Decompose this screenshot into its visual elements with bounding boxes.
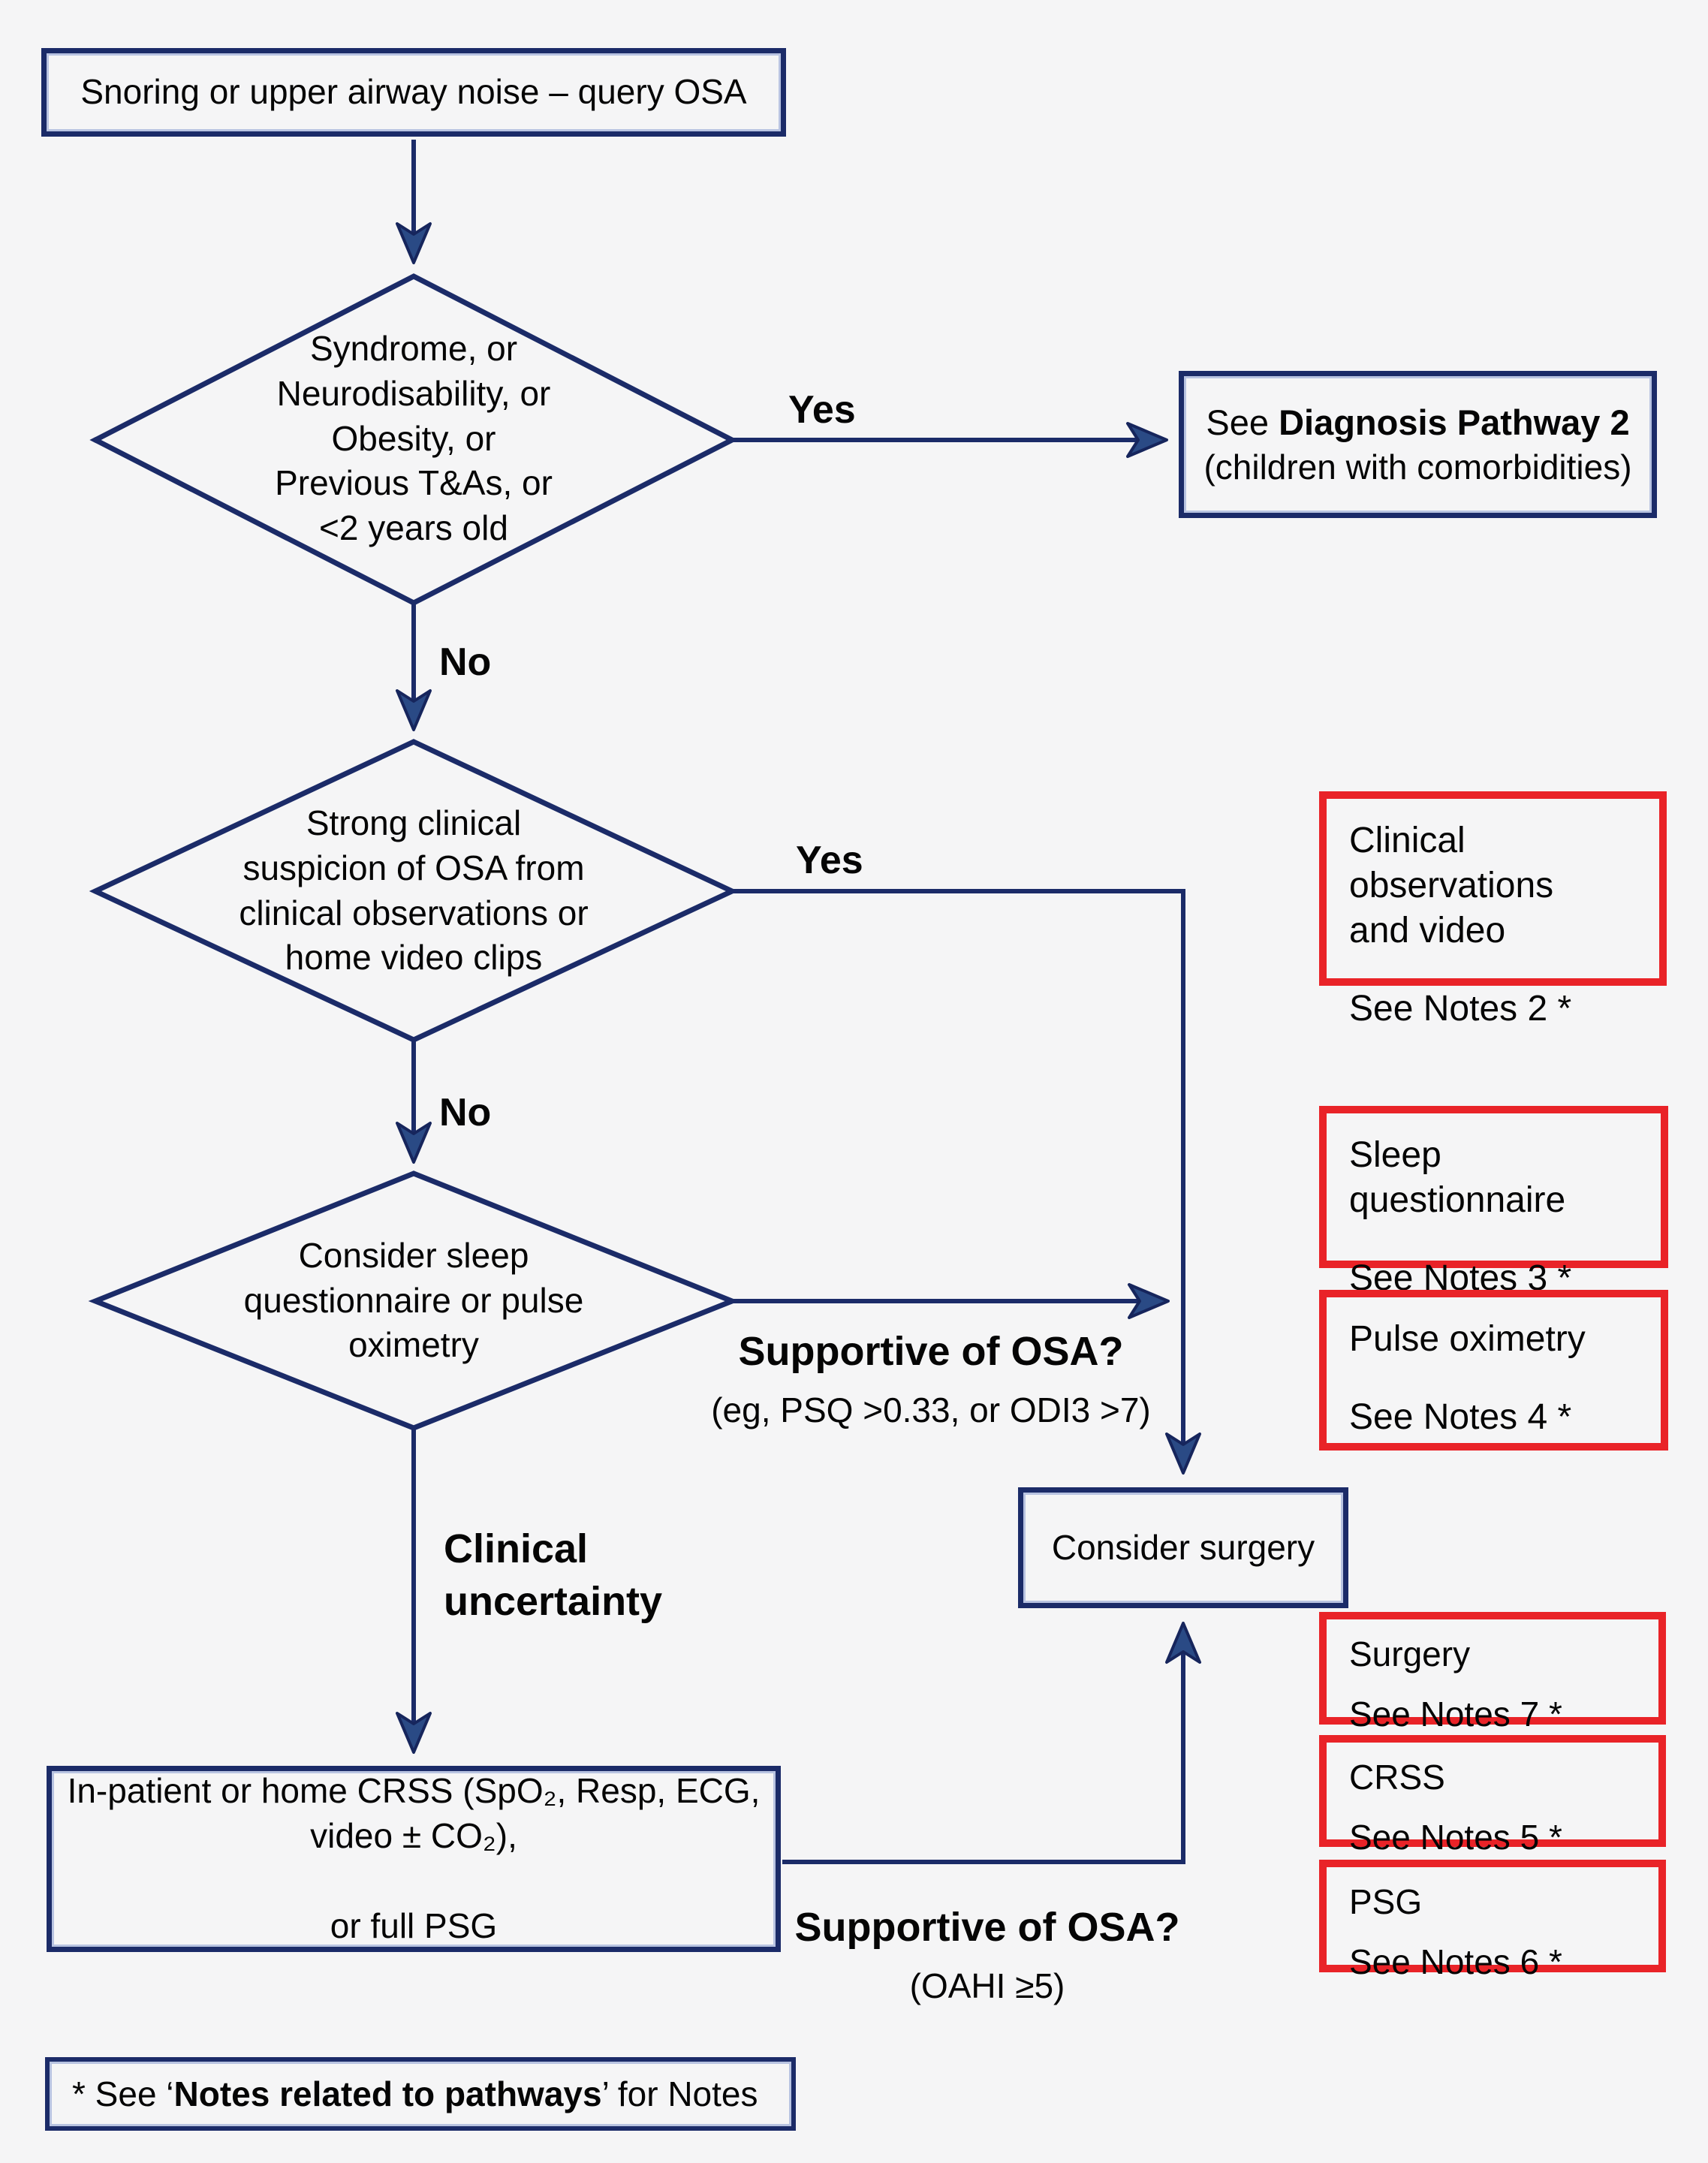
diagnosis-pathway2-box: See Diagnosis Pathway 2 (children with c… bbox=[1179, 371, 1657, 518]
note-title: Surgery bbox=[1349, 1634, 1471, 1673]
decision2-no-label: No bbox=[439, 1091, 492, 1134]
pathway2-subtitle: (children with comorbidities) bbox=[1203, 447, 1632, 487]
note-box-clinical-observations: Clinical observations and video See Note… bbox=[1319, 791, 1667, 1029]
supportive-caption-2: (OAHI ≥5) bbox=[909, 1966, 1065, 2006]
decision1-yes-label: Yes bbox=[788, 388, 856, 432]
decision2-text: Strong clinical suspicion of OSA from cl… bbox=[239, 803, 589, 978]
connector-decision2-yes-to-surgery bbox=[732, 889, 1201, 1475]
note-title: Pulse oximetry bbox=[1349, 1319, 1586, 1359]
clinical-uncertainty-label: Clinical uncertainty bbox=[444, 1526, 663, 1625]
note-ref: See Notes 6 * bbox=[1349, 1942, 1562, 1981]
note-box-crss: CRSS See Notes 5 * bbox=[1319, 1735, 1666, 1857]
decision3-text: Consider sleep questionnaire or pulse ox… bbox=[243, 1235, 584, 1365]
note-ref: See Notes 4 * bbox=[1349, 1397, 1572, 1437]
note-box-sleep-questionnaire: Sleep questionnaire See Notes 3 * bbox=[1319, 1106, 1668, 1298]
crss-psg-box: In-patient or home CRSS (SpO₂, Resp, ECG… bbox=[47, 1766, 781, 1952]
note-ref: See Notes 2 * bbox=[1349, 989, 1572, 1029]
decision2-yes-label: Yes bbox=[796, 839, 863, 882]
note-box-pulse-oximetry: Pulse oximetry See Notes 4 * bbox=[1319, 1290, 1668, 1451]
note-title: CRSS bbox=[1349, 1758, 1445, 1797]
note-title: Sleep questionnaire bbox=[1349, 1135, 1566, 1220]
decision1-diamond bbox=[89, 273, 738, 606]
consider-surgery-text: Consider surgery bbox=[1051, 1527, 1315, 1567]
note-ref: See Notes 7 * bbox=[1349, 1694, 1562, 1734]
decision3-supportive-label-group: Supportive of OSA? (eg, PSQ >0.33, or OD… bbox=[676, 1325, 1186, 1433]
start-box: Snoring or upper airway noise – query OS… bbox=[41, 48, 786, 137]
decision2-diamond bbox=[89, 739, 739, 1043]
note-title: PSG bbox=[1349, 1882, 1423, 1921]
supportive-of-osa-label-2: Supportive of OSA? bbox=[794, 1905, 1180, 1950]
note-box-surgery: Surgery See Notes 7 * bbox=[1319, 1612, 1666, 1734]
footnote-box: * See ‘Notes related to pathways’ for No… bbox=[45, 2057, 796, 2131]
crss-supportive-label-group: Supportive of OSA? (OAHI ≥5) bbox=[724, 1901, 1250, 2009]
note-box-psg: PSG See Notes 6 * bbox=[1319, 1860, 1666, 1981]
supportive-of-osa-label-1: Supportive of OSA? bbox=[738, 1329, 1124, 1374]
connector-crss-supportive-to-surgery bbox=[782, 1622, 1201, 1864]
decision1-no-label: No bbox=[439, 640, 492, 684]
footnote-text: * See ‘Notes related to pathways’ for No… bbox=[72, 2074, 758, 2113]
pathway2-title: See Diagnosis Pathway 2 bbox=[1206, 402, 1630, 442]
note-ref: See Notes 5 * bbox=[1349, 1817, 1562, 1857]
supportive-caption-1: (eg, PSQ >0.33, or ODI3 >7) bbox=[711, 1390, 1151, 1430]
decision1-text: Syndrome, or Neurodisability, or Obesity… bbox=[275, 329, 553, 548]
start-box-text: Snoring or upper airway noise – query OS… bbox=[80, 72, 747, 112]
consider-surgery-box: Consider surgery bbox=[1018, 1487, 1348, 1608]
decision3-diamond bbox=[88, 1170, 740, 1431]
note-title: Clinical observations and video bbox=[1349, 821, 1554, 950]
crss-psg-text: In-patient or home CRSS (SpO₂, Resp, ECG… bbox=[67, 1771, 761, 1945]
